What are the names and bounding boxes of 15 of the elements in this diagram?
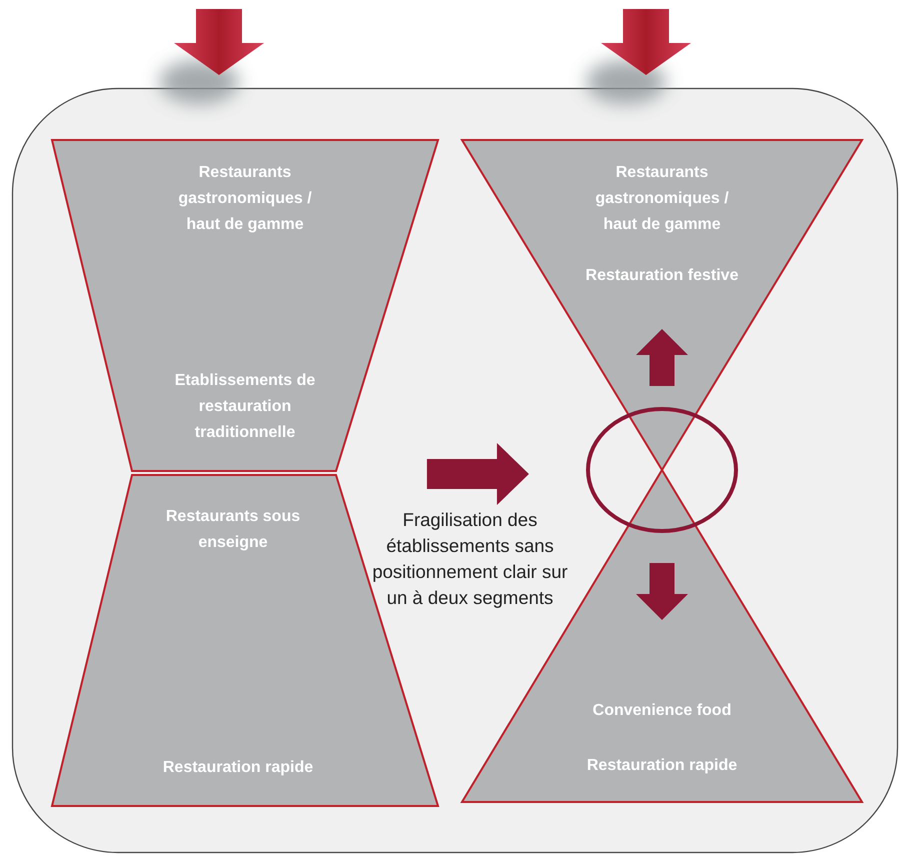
segment-label: Restaurants gastronomiques / haut de gamme xyxy=(594,163,730,235)
segment-label: Restaurants gastronomiques / haut de gamme xyxy=(177,163,313,235)
segment-label: Restauration festive xyxy=(584,266,740,286)
segment-label: Convenience food xyxy=(592,701,732,721)
segment-label: Restaurants sous enseigne xyxy=(164,507,302,553)
segment-label: Etablissements de restauration traditionnelle xyxy=(174,371,316,443)
trapezoid-segment xyxy=(50,139,440,472)
ring-circle xyxy=(586,407,738,533)
block-arrow xyxy=(426,443,529,505)
triangle-segment xyxy=(460,139,864,472)
segment-label: Restauration rapide xyxy=(586,756,738,776)
block-arrow xyxy=(636,329,688,386)
block-arrow xyxy=(636,563,688,620)
annotation-text: Fragilisation des établissements sans positionnement clair sur un à deux segments xyxy=(372,508,568,610)
segment-label: Restauration rapide xyxy=(162,758,314,778)
